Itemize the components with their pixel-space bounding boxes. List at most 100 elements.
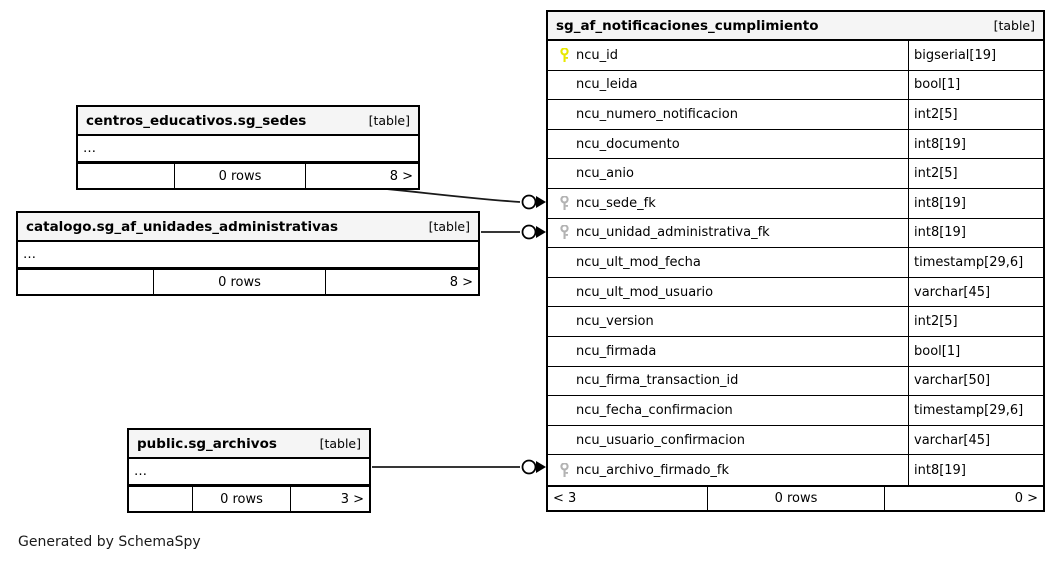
column-row[interactable]: ncu_firma_transaction_id varchar[50] <box>548 366 1043 397</box>
column-type-label: bool[1] <box>914 77 961 93</box>
table-type-tag: [table] <box>319 436 361 451</box>
table-footer: < 3 0 rows 0 > <box>548 484 1043 510</box>
footer-row-count: 0 rows <box>193 487 291 511</box>
footer-row-count: 0 rows <box>154 270 326 294</box>
column-type-label: int8[19] <box>914 225 966 241</box>
column-name-label: ncu_leida <box>576 77 638 93</box>
footer-child-count[interactable]: 8 > <box>449 274 473 290</box>
column-row[interactable]: ncu_sede_fk int8[19] <box>548 188 1043 219</box>
column-name-cell: ncu_usuario_confirmacion <box>548 425 909 455</box>
table-header: centros_educativos.sg_sedes [table] <box>78 107 418 136</box>
column-row[interactable]: ncu_id bigserial[19] <box>548 41 1043 71</box>
table-type-tag: [table] <box>993 18 1035 33</box>
table-public-sg-archivos[interactable]: public.sg_archivos [table] … 0 rows 3 > <box>127 428 371 513</box>
column-type-label: bool[1] <box>914 343 961 359</box>
column-row[interactable]: ncu_ult_mod_fecha timestamp[29,6] <box>548 248 1043 278</box>
column-name-cell: ncu_fecha_confirmacion <box>548 396 909 425</box>
column-name-cell: ncu_version <box>548 307 909 336</box>
column-type-label: bigserial[19] <box>914 47 997 63</box>
column-name-cell: ncu_firmada <box>548 336 909 366</box>
column-type-label: varchar[45] <box>914 284 991 300</box>
foreign-key-icon <box>554 195 574 211</box>
footer-parent-count[interactable]: < 3 <box>548 486 708 510</box>
column-type-label: varchar[50] <box>914 373 991 389</box>
column-name-cell: ncu_archivo_firmado_fk <box>548 455 909 485</box>
footer-parent-count[interactable] <box>78 164 175 188</box>
column-row[interactable]: ncu_archivo_firmado_fk int8[19] <box>548 455 1043 485</box>
column-list: ncu_id bigserial[19] ncu_leida bool[1] ncu_n… <box>548 41 1043 485</box>
column-name-label: ncu_usuario_confirmacion <box>576 432 745 448</box>
column-type-label: timestamp[29,6] <box>914 402 1024 418</box>
column-type-label: int8[19] <box>914 195 966 211</box>
column-name-label: ncu_fecha_confirmacion <box>576 402 733 418</box>
column-row[interactable]: ncu_firmada bool[1] <box>548 336 1043 367</box>
column-type-label: int2[5] <box>914 106 958 122</box>
column-name-cell: ncu_ult_mod_fecha <box>548 248 909 277</box>
column-name-cell: ncu_id <box>548 41 909 70</box>
table-footer: 0 rows 3 > <box>129 486 369 511</box>
footer-child-count[interactable]: 3 > <box>340 491 364 507</box>
column-type-label: int8[19] <box>914 462 966 478</box>
table-centros-educativos-sg-sedes[interactable]: centros_educativos.sg_sedes [table] … 0 … <box>76 105 420 190</box>
table-catalogo-sg-af-unidades-administrativas[interactable]: catalogo.sg_af_unidades_administrativas … <box>16 211 480 296</box>
table-type-tag: [table] <box>368 113 410 128</box>
table-header: catalogo.sg_af_unidades_administrativas … <box>18 213 478 242</box>
column-name-label: ncu_unidad_administrativa_fk <box>576 225 770 241</box>
column-name-cell: ncu_unidad_administrativa_fk <box>548 218 909 248</box>
column-name-label: ncu_version <box>576 314 654 330</box>
column-type-label: timestamp[29,6] <box>914 254 1024 270</box>
column-type-label: varchar[45] <box>914 432 991 448</box>
table-header: sg_af_notificaciones_cumplimiento [table… <box>548 12 1043 41</box>
table-footer: 0 rows 8 > <box>18 269 478 294</box>
footer-child-count[interactable]: 8 > <box>389 168 413 184</box>
table-title: public.sg_archivos <box>137 435 277 452</box>
column-name-label: ncu_archivo_firmado_fk <box>576 462 730 478</box>
column-name-label: ncu_sede_fk <box>576 195 656 211</box>
column-name-cell: ncu_anio <box>548 159 909 188</box>
column-name-label: ncu_numero_notificacion <box>576 106 738 122</box>
column-name-label: ncu_id <box>576 47 618 63</box>
columns-collapsed-indicator[interactable]: … <box>18 242 478 269</box>
column-name-label: ncu_documento <box>576 136 680 152</box>
column-name-label: ncu_firma_transaction_id <box>576 373 739 389</box>
column-name-label: ncu_firmada <box>576 343 657 359</box>
column-row[interactable]: ncu_leida bool[1] <box>548 70 1043 101</box>
column-row[interactable]: ncu_documento int8[19] <box>548 129 1043 160</box>
foreign-key-icon <box>554 225 574 240</box>
footer-child-count[interactable]: 0 > <box>1014 490 1038 506</box>
column-name-label: ncu_anio <box>576 166 634 182</box>
column-row[interactable]: ncu_ult_mod_usuario varchar[45] <box>548 277 1043 308</box>
column-name-cell: ncu_documento <box>548 129 909 159</box>
table-title: centros_educativos.sg_sedes <box>86 112 307 129</box>
footer-row-count: 0 rows <box>708 486 885 510</box>
columns-collapsed-indicator[interactable]: … <box>78 136 418 163</box>
column-name-cell: ncu_firma_transaction_id <box>548 366 909 396</box>
column-row[interactable]: ncu_version int2[5] <box>548 307 1043 337</box>
connector-archivos-to-ncu-archivo-firmado-fk <box>372 459 546 475</box>
column-type-label: int2[5] <box>914 166 958 182</box>
table-sg-af-notificaciones-cumplimiento[interactable]: sg_af_notificaciones_cumplimiento [table… <box>546 10 1045 512</box>
column-row[interactable]: ncu_anio int2[5] <box>548 159 1043 189</box>
generated-by-caption: Generated by SchemaSpy <box>18 534 201 550</box>
footer-parent-count[interactable] <box>129 487 193 511</box>
column-row[interactable]: ncu_numero_notificacion int2[5] <box>548 100 1043 130</box>
column-type-label: int2[5] <box>914 314 958 330</box>
column-row[interactable]: ncu_unidad_administrativa_fk int8[19] <box>548 218 1043 249</box>
table-title: sg_af_notificaciones_cumplimiento <box>556 17 819 34</box>
table-header: public.sg_archivos [table] <box>129 430 369 459</box>
footer-row-count: 0 rows <box>175 164 306 188</box>
column-type-label: int8[19] <box>914 136 966 152</box>
column-name-cell: ncu_leida <box>548 70 909 100</box>
column-row[interactable]: ncu_usuario_confirmacion varchar[45] <box>548 425 1043 456</box>
primary-key-icon <box>554 47 574 63</box>
foreign-key-icon <box>554 462 574 478</box>
column-name-cell: ncu_numero_notificacion <box>548 100 909 129</box>
table-footer: 0 rows 8 > <box>78 163 418 188</box>
column-name-label: ncu_ult_mod_fecha <box>576 254 701 270</box>
columns-collapsed-indicator[interactable]: … <box>129 459 369 486</box>
footer-parent-count[interactable] <box>18 270 154 294</box>
table-type-tag: [table] <box>428 219 470 234</box>
column-row[interactable]: ncu_fecha_confirmacion timestamp[29,6] <box>548 396 1043 426</box>
column-name-cell: ncu_ult_mod_usuario <box>548 277 909 307</box>
column-name-label: ncu_ult_mod_usuario <box>576 284 714 300</box>
